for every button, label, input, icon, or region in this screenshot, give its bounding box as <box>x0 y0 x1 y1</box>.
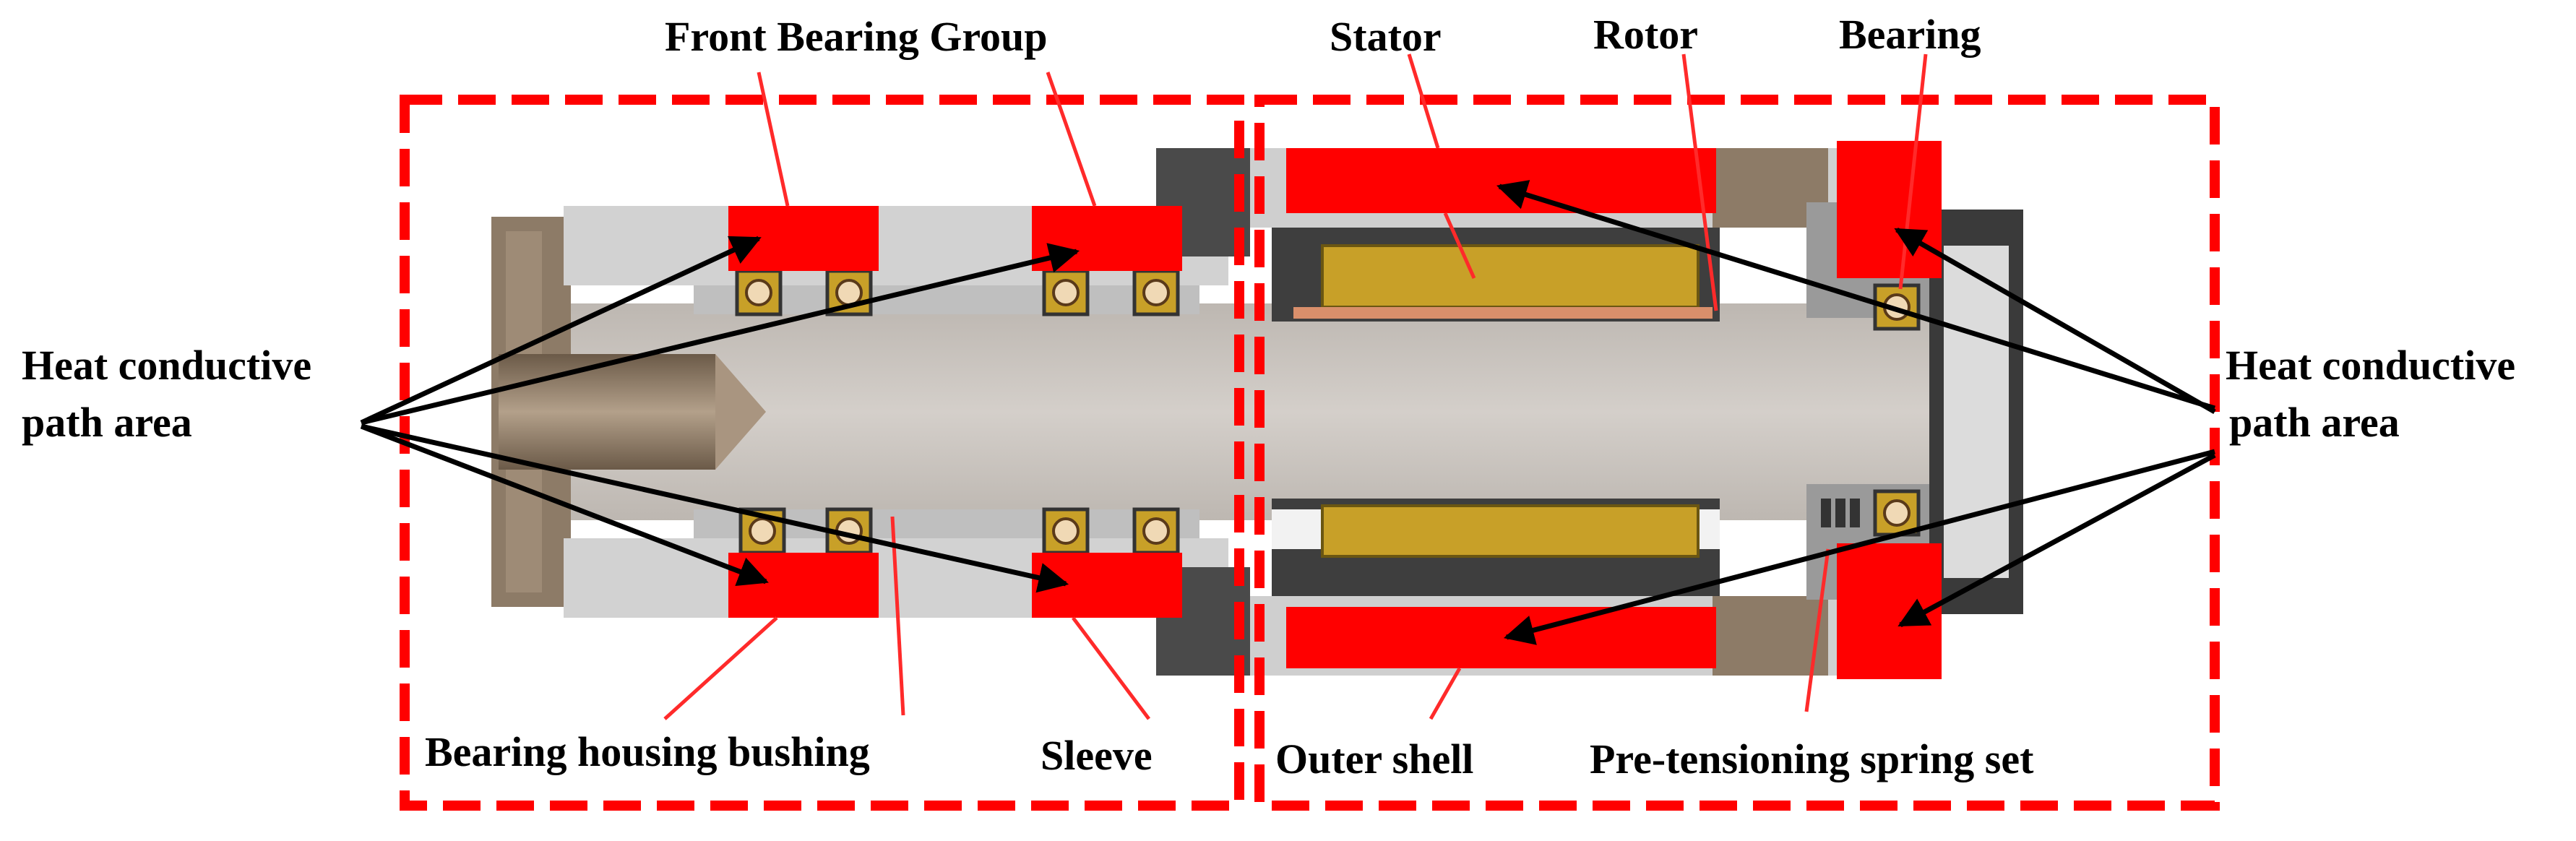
arrow-left-1 <box>360 236 762 426</box>
highlight-outer-shell <box>1286 607 1716 668</box>
highlight-stator <box>1286 148 1716 213</box>
rear-end-face <box>1944 246 2009 578</box>
arrow-left-2 <box>361 243 1080 426</box>
tool-holder-tip <box>715 354 766 470</box>
leader-stator-winding <box>1443 212 1476 280</box>
bearing-ball-icon <box>735 269 783 316</box>
leader-bushing <box>663 616 778 720</box>
arrow-left-4 <box>361 423 1069 593</box>
bearing-ball-icon <box>1042 269 1090 316</box>
highlight-sleeve-bottom-right <box>1032 553 1182 618</box>
leader-front-bearing-right <box>1046 72 1097 207</box>
rotor-copper-stripe <box>1293 307 1713 319</box>
label-heat-path-left-1: Heat conductive <box>22 342 311 389</box>
label-stator: Stator <box>1330 13 1442 60</box>
label-pretensioning-spring-set: Pre-tensioning spring set <box>1590 736 2034 782</box>
leader-front-bearing-left <box>757 72 790 207</box>
leader-stator <box>1407 53 1440 149</box>
label-front-bearing-group: Front Bearing Group <box>665 13 1048 60</box>
spindle-cross-section <box>491 148 2023 676</box>
component-leader-lines <box>663 53 1928 720</box>
arrow-right-1 <box>1496 180 2216 411</box>
labels: Front Bearing Group Stator Rotor Bearing… <box>22 11 2515 782</box>
label-bearing: Bearing <box>1839 11 1981 58</box>
leader-outer-shell <box>1429 667 1462 720</box>
label-heat-path-right-1: Heat conductive <box>2226 342 2515 389</box>
highlight-front-bearing-top-right <box>1032 206 1182 271</box>
heat-flow-arrows <box>360 180 2216 645</box>
highlight-rear-bearing-top <box>1837 141 1942 278</box>
bearing-ball-icon <box>1132 269 1180 316</box>
arrow-right-2 <box>1894 227 2216 415</box>
stator-winding-top <box>1321 244 1700 309</box>
highlight-bushing-bottom-left <box>728 553 879 618</box>
bearing-ball-icon <box>1042 507 1090 555</box>
spindle-shaft <box>571 303 2016 520</box>
leader-rotor <box>1681 53 1718 311</box>
arrow-right-3 <box>1503 449 2215 645</box>
front-region-dashed-box <box>400 95 1244 811</box>
tool-holder <box>499 354 715 470</box>
label-heat-path-left-2: path area <box>22 399 192 446</box>
heat-path-highlights <box>728 141 1942 679</box>
bearing-ball-icon <box>1873 489 1921 537</box>
leader-spring-set <box>1804 548 1830 712</box>
stator-winding-bottom <box>1321 504 1700 558</box>
arrow-right-4 <box>1897 452 2216 628</box>
arrow-left-3 <box>360 423 769 587</box>
label-bearing-housing-bushing: Bearing housing bushing <box>425 728 870 775</box>
motor-cap-bottom <box>1713 596 1828 676</box>
label-outer-shell: Outer shell <box>1275 736 1473 782</box>
highlight-front-bearing-top-left <box>728 206 879 271</box>
label-heat-path-right-2: path area <box>2229 399 2400 446</box>
pretension-spring-stack <box>1821 499 1860 527</box>
leader-sleeve <box>1072 616 1150 720</box>
bearing-ball-icon <box>1132 507 1180 555</box>
label-rotor: Rotor <box>1593 11 1698 58</box>
leader-bushing-collar <box>890 516 905 716</box>
label-sleeve: Sleeve <box>1041 732 1153 779</box>
